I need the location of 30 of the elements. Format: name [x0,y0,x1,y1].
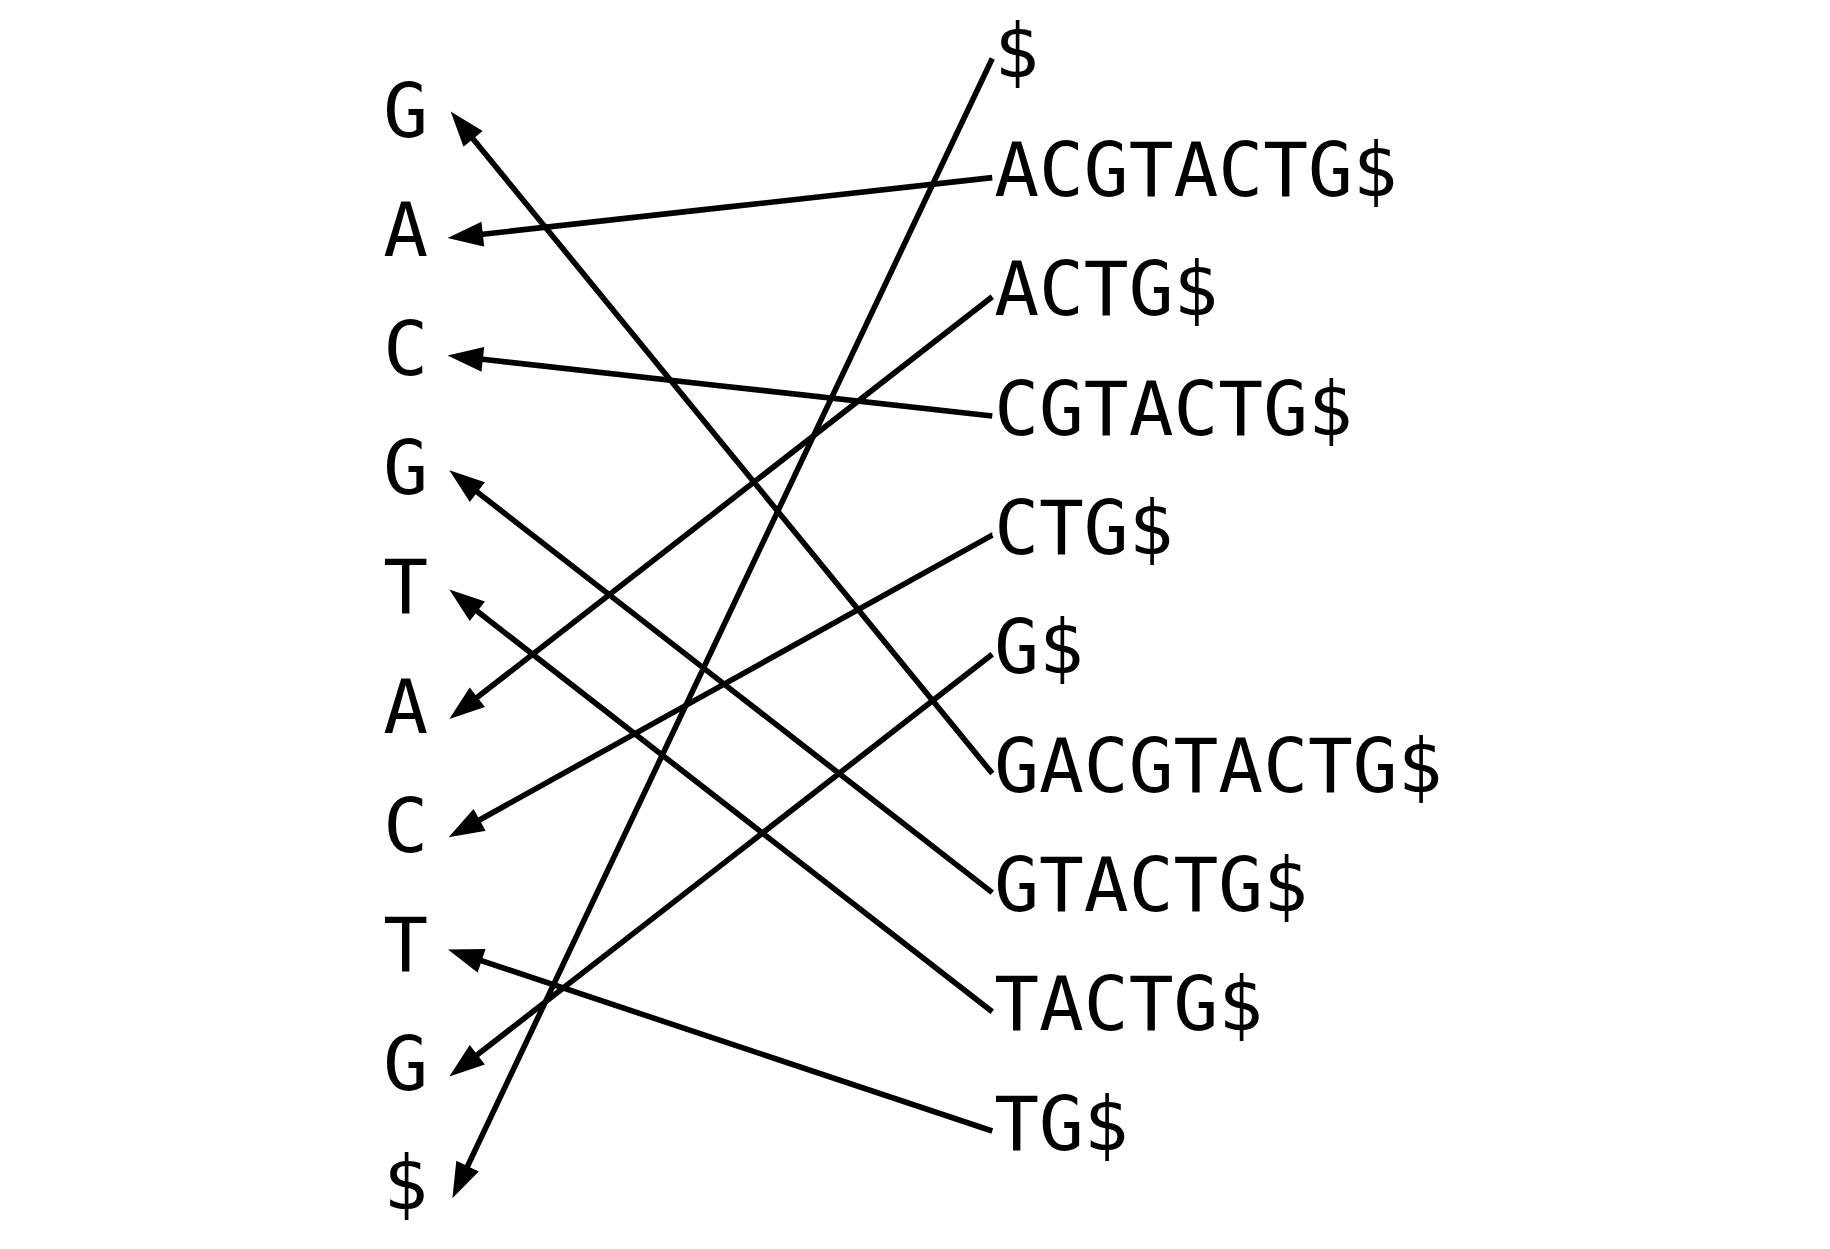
arrow [449,470,994,895]
arrow [447,174,993,247]
node-text: ACGTACTG$ [994,127,1398,215]
arrow [447,347,993,419]
arrow [449,294,994,720]
node-text: T [383,901,429,989]
node-text: GTACTG$ [994,842,1308,930]
node-text: $ [994,8,1039,96]
node-text: GACGTACTG$ [994,723,1443,811]
node-text: C [383,305,429,393]
node-text: G [383,67,429,155]
node-text: G [383,425,429,513]
node-text: CGTACTG$ [994,365,1353,453]
node-text: A [383,186,429,274]
arrow [450,111,995,776]
arrow [452,57,995,1199]
arrow [448,948,994,1134]
node-text: CTG$ [994,484,1174,572]
node-text: C [383,782,429,870]
arrow [448,532,994,838]
node-text: ACTG$ [994,246,1219,334]
node-text: TACTG$ [994,961,1264,1049]
node-text: G$ [994,603,1084,691]
arrow [449,652,994,1077]
node-text: TG$ [994,1080,1129,1168]
arrow [449,589,994,1014]
node-text: $ [383,1140,429,1228]
node-text: A [383,663,429,751]
node-text: T [383,544,429,632]
node-text: G [383,1021,429,1109]
